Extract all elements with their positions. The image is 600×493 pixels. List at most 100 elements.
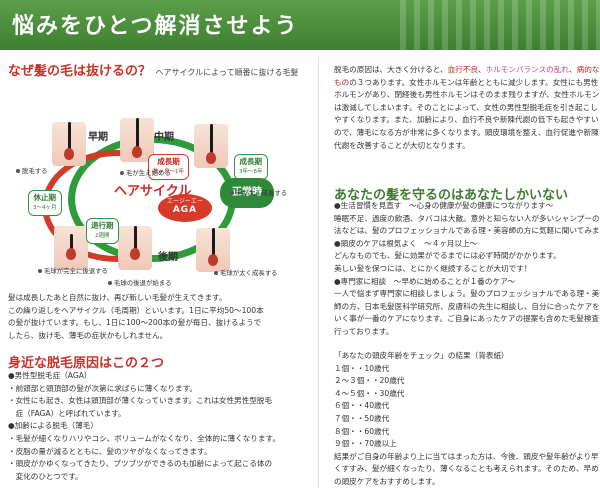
resting-phase-pill: 休止期 3〜4ヶ月 [28, 190, 62, 216]
hair-strand-icon [70, 234, 73, 250]
text-line: ものの３つあります。女性ホルモンは年齢とともに減少します。女性にも男性 [334, 77, 598, 90]
note-hair-thickens: 毛が太く成長する [230, 188, 287, 197]
check-item: １個・・10歳代 [334, 363, 390, 373]
text-line: ・前頭部と頭頂部の髪が次第に求ばらに薄くなります。 [8, 383, 198, 393]
check-item: ９個・・70歳以上 [334, 439, 397, 449]
note-text: 脱毛する [22, 167, 48, 175]
note-bulb-start: 毛球の後退が始まる [108, 278, 172, 287]
check-item: ２〜３個・・20歳代 [334, 376, 405, 386]
bullet-icon [108, 281, 112, 285]
text-line: 結果がご自身の年齢より上に当てはまった方は、今後、頭皮や髪年齢がより早 [334, 451, 599, 461]
phase-early-label: 早期 [88, 132, 108, 143]
hair-cycle-intro: 髪は成長したあと自然に抜け、再び新しい毛髪が生えてきます。 この繰り返しをヘアサ… [8, 292, 308, 342]
growth-aga-sub: 数ヶ月〜1年 [153, 169, 184, 175]
hair-root-icon [64, 148, 74, 160]
growth-normal-label: 成長期 [239, 157, 263, 166]
text-line: 一人で悩まず専門家に相談しましょう。髪のプロフェッショナルである理・美容 [334, 289, 600, 299]
regressive-phase-pill: 退行期 2週間 [86, 218, 119, 244]
text-line: ・皮脂の量が減るとともに、髪のツヤがなくなってきます。 [8, 446, 212, 456]
growth-phase-aga-pill: 成長期 数ヶ月〜1年 [148, 154, 189, 180]
text-line: ●専門家に相談 〜早めに始めることが１番のケア〜 [334, 276, 516, 286]
regressive-label: 退行期 [91, 221, 114, 230]
note-text: 毛球が完全に後退する [44, 267, 108, 275]
text-line: の頭皮ケアをおすすめします。 [334, 476, 440, 486]
section-heading-causes: 身近な脱毛原因はこの２つ [8, 356, 165, 371]
highlight-hormone: ホルモンバランスの乱れ [485, 65, 570, 74]
aga-badge: エージーエー AGA [158, 194, 212, 222]
heading-note: ヘアサイクルによって順番に抜ける毛髪 [155, 68, 299, 77]
text-line: くすすみ、髪が細くなったり、薄くなることも考えられます。そのため、早め [334, 464, 599, 474]
follicle-mid-2 [194, 124, 228, 168]
text-line: 師の方、日本毛髪医科学研究所、皮膚科の先生に相談し、自分に合ったケアをして [334, 301, 600, 311]
follicle-late-1 [118, 226, 152, 270]
resting-label: 休止期 [33, 193, 57, 202]
text-line: 法などは、髪のプロフェッショナルである理・美容師の方に気軽に聞いてみましょう！ [334, 226, 600, 236]
check-title: 「あなたの頭皮年齢をチェック」の結果（背表紙） [334, 351, 509, 360]
note-text: 毛が太く成長する [236, 189, 288, 197]
text-line: ●頭皮のケアは根気よく 〜４ヶ月以上〜 [334, 238, 478, 248]
resting-sub: 3〜4ヶ月 [33, 205, 57, 211]
phase-mid-label: 中期 [154, 132, 174, 143]
column-divider [318, 58, 319, 488]
causes-body: ●男性型脱毛症（AGA） ・前頭部と頭頂部の髪が次第に求ばらに薄くなります。 ・… [8, 370, 308, 483]
hair-root-icon [132, 146, 142, 158]
bullet-icon [230, 191, 234, 195]
aga-reading: エージーエー [167, 198, 203, 205]
growth-phase-normal-pill: 成長期 3年〜6年 [234, 154, 268, 180]
note-text: 毛球が太く成長する [220, 269, 278, 277]
text-line: どんなものでも、髪に効果がでるまでには必ず時間がかかります。 [334, 251, 561, 261]
text-line: 美しい髪を保つには、とにかく継続することが大切です！ [334, 263, 532, 273]
title-banner: 悩みをひとつ解消させよう [0, 0, 600, 50]
follicle-early [52, 122, 86, 166]
follicle-mid-1 [120, 118, 154, 162]
note-bulb-grows: 毛球が太く成長する [214, 268, 278, 277]
text-segment: 脱毛の原因は、大きく分けると、 [334, 65, 448, 74]
normal-badge: 正常時 [220, 178, 274, 208]
aga-label: AGA [172, 205, 198, 215]
text-line: ●加齢による脱毛（薄毛） [8, 421, 98, 431]
hair-root-icon [208, 254, 218, 266]
bullet-icon [16, 169, 20, 173]
note-text: 毛球の後退が始まる [114, 279, 172, 287]
hair-strand-icon [212, 228, 215, 256]
text-line: ・毛髪が細くなりハリやコシ、ボリュームがなくなり、全体的に薄くなります。 [8, 433, 280, 443]
text-line: 睡眠不足、過度の飲酒、タバコは大敵。意外と知らない人が多いシャンプーの方 [334, 213, 600, 223]
text-segment: 、 [569, 65, 577, 74]
hair-strand-icon [68, 122, 71, 150]
text-line: の髪が抜けています。もし、1日に100〜200本の髪が毎日、抜けるようで [8, 318, 262, 328]
check-item: ４〜５個・・30歳代 [334, 388, 405, 398]
hair-strand-icon [134, 226, 137, 250]
text-line: 行っております。 [334, 326, 394, 336]
hair-root-icon [130, 248, 140, 260]
regressive-sub: 2週間 [95, 233, 110, 239]
text-line: ・頭皮がかゆくなってきたり、ブツブツができるのも加齢によって起こる体の [8, 459, 273, 469]
heading-text: なぜ髪の毛は抜けるの？ [8, 64, 152, 79]
note-hair-falls: 脱毛する [16, 166, 48, 175]
text-line: したら、抜け毛、薄毛の症状かもしれません。 [8, 330, 168, 340]
text-line: 脱毛の原因は、大きく分けると、血行不良、ホルモンバランスの乱れ、病的な [334, 64, 599, 77]
follicle-late-2 [196, 228, 230, 272]
hair-cycle-diagram: 早期 中期 後期 休止期 3〜4ヶ月 退行期 2週間 成長期 数ヶ月〜1年 成長… [8, 88, 308, 288]
hair-root-icon [206, 152, 216, 164]
text-line: ・女性にも起き、女性は頭頂部が薄くなっていきます。これは女性男性型脱毛 [8, 396, 273, 406]
text-line: やすくなります。また、加齢により、血行不良や新陳代謝の低下も起きやすい [334, 115, 599, 125]
text-line: は激減してしまいます。そのことによって、女性の男性型脱毛症を引き起こし [334, 102, 598, 112]
section-heading-hair-loss: なぜ髪の毛は抜けるの？ ヘアサイクルによって順番に抜ける毛髪 [8, 60, 299, 79]
page-title: 悩みをひとつ解消させよう [12, 14, 299, 39]
highlight-disease-cont: もの [334, 77, 350, 87]
banner-decoration [400, 0, 600, 50]
text-line: 変化のひとつです。 [8, 471, 83, 481]
text-line: 代謝を改善することが大切となります。 [334, 140, 470, 150]
note-text: 毛が生え始める [126, 169, 171, 177]
bullet-icon [214, 271, 218, 275]
text-line: この繰り返しをヘアサイクル（毛周期）といいます。1日に平均50〜100本 [8, 305, 264, 315]
section-heading-protect: あなたの髪を守るのはあなたしかいない [334, 188, 569, 203]
note-hair-grows: 毛が生え始める [120, 168, 171, 177]
growth-normal-sub: 3年〜6年 [239, 169, 263, 175]
text-line: ●男性型脱毛症（AGA） [8, 371, 92, 380]
highlight-disease: 病的な [576, 65, 600, 74]
check-item: ６個・・40歳代 [334, 401, 390, 411]
check-item: ７個・・50歳代 [334, 413, 390, 423]
protect-body: ●生活習慣を見直す 〜心身の健康が髪の健康につながります〜 睡眠不足、過度の飲酒… [334, 200, 600, 339]
hair-root-icon [66, 248, 76, 260]
